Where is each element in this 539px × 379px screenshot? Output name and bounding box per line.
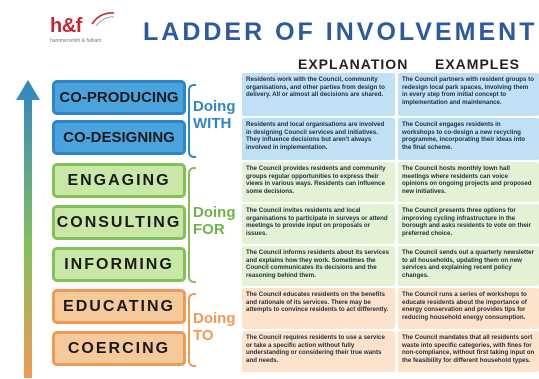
page-title: LADDER OF INVOLVEMENT [143, 18, 538, 46]
example-informing: The Council sends out a quarterly newsle… [398, 246, 539, 286]
logo-subtitle: hammersmith & fulham [50, 38, 102, 44]
rung-engaging: ENGAGING [52, 163, 186, 198]
bracket-doing-for [188, 167, 196, 283]
example-engaging: The Council hosts monthly town hall meet… [398, 162, 539, 202]
group-label-doing-to: Doing TO [193, 310, 236, 344]
example-co-producing: The Council partners with resident group… [398, 73, 539, 116]
explanation-educating: The Council educates residents on the be… [242, 288, 395, 329]
explanation-consulting: The Council invites residents and local … [242, 204, 395, 244]
explanation-co-designing: Residents and local organisations are in… [242, 118, 395, 160]
explanation-engaging: The Council provides residents and commu… [242, 162, 395, 202]
example-co-designing: The Council engages residents in worksho… [398, 118, 539, 160]
explanation-coercing: The Council requires residents to use a … [242, 331, 395, 372]
explanation-co-producing: Residents work with the Council, communi… [242, 73, 395, 116]
explanation-informing: The Council informs residents about its … [242, 246, 395, 286]
rung-consulting: CONSULTING [52, 205, 186, 240]
rung-informing: INFORMING [52, 247, 186, 282]
group-label-doing-with: Doing WITH [193, 98, 236, 132]
rung-coercing: COERCING [52, 331, 186, 366]
rung-co-designing: CO-DESIGNING [52, 120, 186, 155]
example-consulting: The Council presents three options for i… [398, 204, 539, 244]
column-header-examples: EXAMPLES [435, 56, 521, 72]
example-coercing: The Council mandates that all residents … [398, 331, 539, 372]
rung-educating: EDUCATING [52, 289, 186, 324]
bracket-doing-with [188, 84, 196, 158]
group-label-doing-for: Doing FOR [193, 204, 236, 238]
logo-mark: h&f [50, 15, 82, 37]
hf-logo: h&f hammersmith & fulham [50, 12, 115, 50]
up-arrow-icon [16, 80, 40, 378]
rung-co-producing: CO-PRODUCING [52, 80, 186, 115]
bracket-doing-to [188, 293, 196, 367]
example-educating: The Council runs a series of workshops t… [398, 288, 539, 329]
logo-swoosh-icon [91, 12, 115, 27]
column-header-explanation: EXPLANATION [298, 56, 409, 72]
